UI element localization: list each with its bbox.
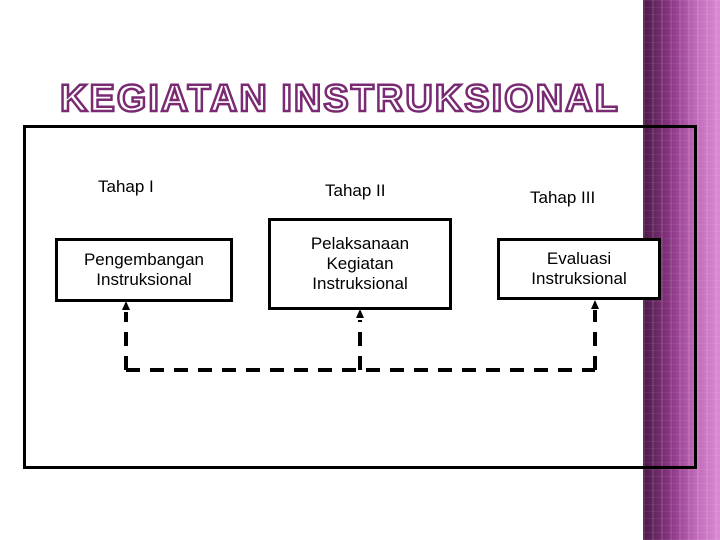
decorative-side-band — [643, 0, 720, 540]
stage-3-box: Evaluasi Instruksional — [497, 238, 661, 300]
slide-title: KEGIATAN INSTRUKSIONAL — [59, 78, 620, 120]
arrowhead-stage-2 — [356, 309, 364, 318]
arrowhead-stage-3 — [591, 300, 599, 309]
arrowhead-stage-1 — [122, 301, 130, 310]
stage-2-box: Pelaksanaan Kegiatan Instruksional — [268, 218, 452, 310]
stage-1-box: Pengembangan Instruksional — [55, 238, 233, 302]
stage-2-label: Tahap II — [325, 181, 386, 200]
diagram-frame — [23, 125, 697, 469]
stage-1-label: Tahap I — [98, 177, 154, 196]
stage-3-label: Tahap III — [530, 188, 596, 207]
